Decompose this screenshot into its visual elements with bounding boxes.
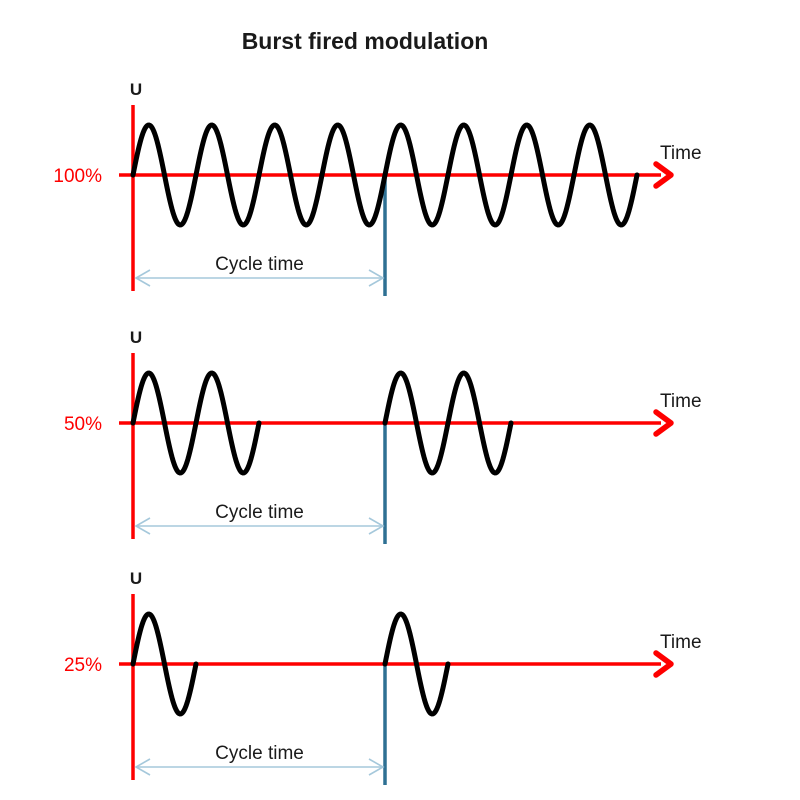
diagram-title: Burst fired modulation	[241, 28, 489, 54]
cycle-time-arrowhead-right-icon	[368, 517, 385, 535]
time-axis-arrowhead-icon	[653, 650, 674, 678]
time-axis-arrowhead-icon	[653, 409, 674, 437]
cycle-time-arrowhead-left-icon	[134, 758, 151, 776]
sine-wave-burst	[130, 370, 262, 476]
sine-wave-burst	[382, 611, 451, 717]
duty-cycle-label: 50%	[64, 414, 102, 435]
cycle-time-arrowhead-left-icon	[134, 269, 151, 287]
u-axis-label: U	[130, 80, 142, 99]
time-axis-label: Time	[660, 391, 702, 412]
cycle-time-label: Cycle time	[215, 743, 304, 764]
cycle-time-arrowhead-right-icon	[368, 269, 385, 287]
sine-wave-burst	[382, 370, 514, 476]
u-axis-label: U	[130, 569, 142, 588]
cycle-time-arrowhead-right-icon	[368, 758, 385, 776]
duty-cycle-label: 100%	[53, 166, 102, 187]
cycle-time-label: Cycle time	[215, 502, 304, 523]
cycle-time-arrowhead-left-icon	[134, 517, 151, 535]
sine-wave-burst	[130, 611, 199, 717]
time-axis-label: Time	[660, 143, 702, 164]
duty-cycle-label: 25%	[64, 655, 102, 676]
sine-wave-burst	[130, 122, 640, 228]
time-axis-arrowhead-icon	[653, 161, 674, 189]
u-axis-label: U	[130, 328, 142, 347]
cycle-time-label: Cycle time	[215, 254, 304, 275]
time-axis-label: Time	[660, 632, 702, 653]
